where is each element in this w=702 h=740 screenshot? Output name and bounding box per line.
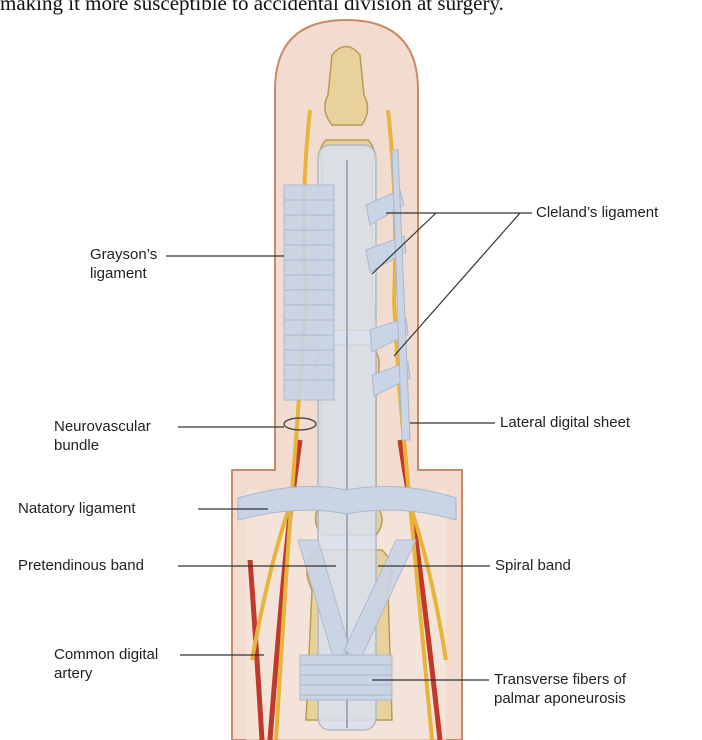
label-lateral-digital-sheet: Lateral digital sheet [500, 413, 630, 432]
label-neurovascular-bundle: Neurovascular bundle [54, 417, 151, 455]
label-text: Cleland’s ligament [536, 203, 658, 222]
label-text-line-1: Common digital [54, 645, 158, 664]
transverse-fibers [300, 655, 392, 700]
graysons-ligament [284, 185, 334, 400]
label-text-line-1: Grayson’s [90, 245, 157, 264]
label-text: Natatory ligament [18, 499, 136, 518]
label-text: Pretendinous band [18, 556, 144, 575]
label-text-line-1: Neurovascular [54, 417, 151, 436]
label-text-line-2: ligament [90, 264, 157, 283]
label-natatory-ligament: Natatory ligament [18, 499, 136, 518]
label-text-line-2: palmar aponeurosis [494, 689, 626, 708]
label-pretendinous-band: Pretendinous band [18, 556, 144, 575]
label-text: Lateral digital sheet [500, 413, 630, 432]
label-text-line-2: artery [54, 664, 158, 683]
label-common-digital-artery: Common digital artery [54, 645, 158, 683]
label-text-line-2: bundle [54, 436, 151, 455]
label-clelands-ligament: Cleland’s ligament [536, 203, 658, 222]
label-spiral-band: Spiral band [495, 556, 571, 575]
label-text: Spiral band [495, 556, 571, 575]
label-graysons-ligament: Grayson’s ligament [90, 245, 157, 283]
label-text-line-1: Transverse fibers of [494, 670, 626, 689]
label-transverse-fibers: Transverse fibers of palmar aponeurosis [494, 670, 626, 708]
